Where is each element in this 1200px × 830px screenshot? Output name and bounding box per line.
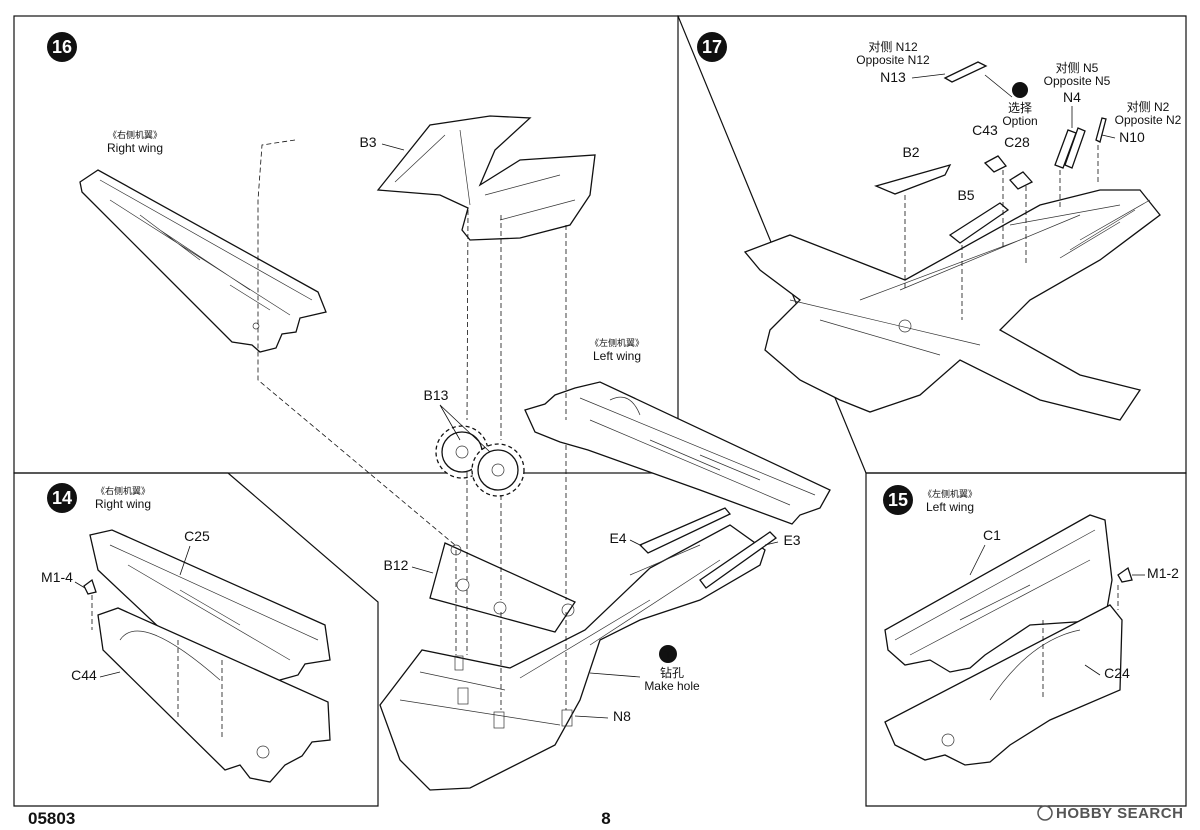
step-15-frame: [865, 472, 1187, 807]
part-n10: [1095, 117, 1107, 143]
label-b13: B13: [424, 387, 449, 403]
label-n4: N4: [1063, 89, 1081, 105]
label-m1-4: M1-4: [41, 569, 73, 585]
s15-left-wing-en: Left wing: [926, 500, 974, 514]
watermark-text: HOBBY SEARCH: [1056, 805, 1183, 822]
step-15-number: 15: [888, 490, 908, 510]
label-e3: E3: [783, 532, 800, 548]
label-n5-cn: 对侧 N5: [1056, 61, 1099, 75]
right-wing-part: [79, 169, 327, 353]
s15-left-wing-cn: 《左侧机翼》: [923, 488, 977, 499]
option-note: ? 选择 Option: [1002, 82, 1038, 128]
s14-right-wing-en: Right wing: [95, 497, 151, 511]
label-b2: B2: [902, 144, 919, 160]
option-icon: ?: [1017, 85, 1024, 97]
kit-code: 05803: [28, 809, 75, 828]
right-wing-en-label: Right wing: [107, 141, 163, 155]
part-c28: [1008, 171, 1034, 190]
label-c24: C24: [1104, 665, 1130, 681]
label-c44: C44: [71, 667, 97, 683]
part-n13: [943, 61, 988, 83]
label-n10: N10: [1119, 129, 1145, 145]
page-number: 8: [601, 809, 610, 828]
part-b12: [429, 542, 576, 633]
left-wing-part: [524, 381, 831, 525]
label-n12-en: Opposite N12: [856, 53, 930, 67]
label-n2-cn: 对侧 N2: [1127, 100, 1170, 114]
part-b5: [948, 202, 1010, 244]
label-b3: B3: [359, 134, 376, 150]
label-c25: C25: [184, 528, 210, 544]
option-cn: 选择: [1008, 101, 1032, 115]
part-b13: [435, 425, 525, 497]
left-wing-cn-label: 《左侧机翼》: [590, 337, 644, 348]
step-15-badge: 15: [883, 485, 913, 515]
label-b5: B5: [957, 187, 974, 203]
part-c44: [97, 607, 331, 783]
step-14: 《右侧机翼》 Right wing C25 M1-4 C44: [41, 485, 331, 783]
fuselage-lower: [379, 524, 766, 791]
part-c43: [983, 155, 1008, 173]
step-16-number: 16: [52, 37, 72, 57]
part-m1-2: [1117, 566, 1133, 583]
watermark: HOBBY SEARCH: [1037, 805, 1183, 822]
part-n4: [1054, 127, 1086, 169]
label-n8: N8: [613, 708, 631, 724]
label-e4: E4: [609, 530, 626, 546]
fuselage-assembly: [743, 189, 1161, 421]
right-wing-cn-label: 《右侧机翼》: [108, 129, 162, 140]
step-16-frame: [13, 15, 679, 474]
step-17-number: 17: [702, 37, 722, 57]
step-17: 对侧 N12 Opposite N12 N13 ? 选择 Option 对侧 N…: [743, 40, 1182, 421]
label-c28: C28: [1004, 134, 1030, 150]
step-17-badge: 17: [697, 32, 727, 62]
make-hole-note: T 钻孔 Make hole: [589, 645, 700, 693]
left-wing-en-label: Left wing: [593, 349, 641, 363]
part-b3: [376, 115, 596, 241]
make-hole-cn: 钻孔: [660, 665, 684, 680]
part-e4: [638, 507, 732, 554]
make-hole-en: Make hole: [644, 679, 700, 693]
label-n13: N13: [880, 69, 906, 85]
part-c24: [884, 604, 1123, 766]
label-n2-en: Opposite N2: [1115, 113, 1182, 127]
assembly-guides: [257, 139, 567, 710]
watermark-logo-icon: [1037, 805, 1053, 821]
s14-right-wing-cn: 《右侧机翼》: [96, 485, 150, 496]
step-16: 《右侧机翼》 Right wing B3 《左侧机翼》 Left wing B1…: [79, 115, 831, 791]
label-c1: C1: [983, 527, 1001, 543]
label-c43: C43: [972, 122, 998, 138]
step-14-frame: [13, 472, 379, 807]
step-14-number: 14: [52, 488, 72, 508]
label-n5-en: Opposite N5: [1044, 74, 1111, 88]
step-14-badge: 14: [47, 483, 77, 513]
part-m1-4: [83, 578, 97, 595]
part-e3: [699, 531, 778, 589]
step-15: 《左侧机翼》 Left wing C1 M1-2 C24: [884, 488, 1179, 766]
label-n12-cn: 对侧 N12: [868, 40, 918, 54]
label-b12: B12: [384, 557, 409, 573]
part-c1: [884, 514, 1113, 673]
drill-icon: T: [665, 649, 672, 661]
part-b2: [874, 163, 952, 195]
label-m1-2: M1-2: [1147, 565, 1179, 581]
option-en: Option: [1002, 114, 1037, 128]
step-16-badge: 16: [47, 32, 77, 62]
